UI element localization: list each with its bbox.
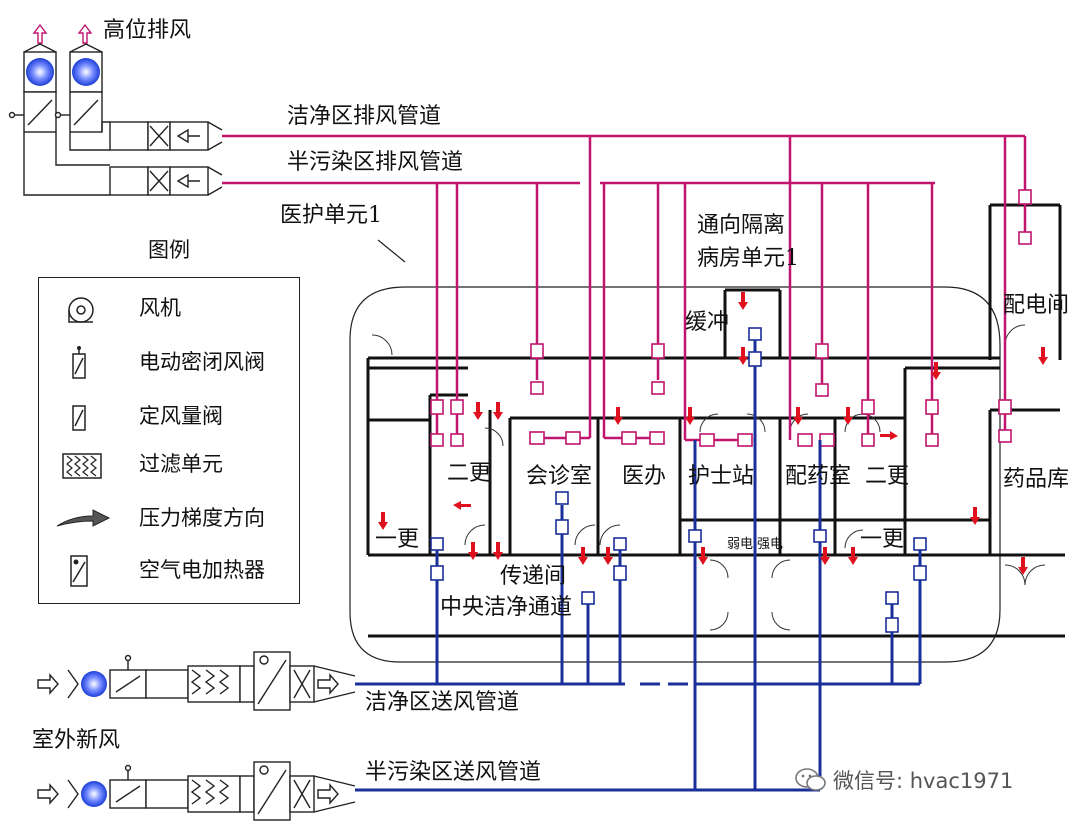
legend-item-pressure-direction: 压力梯度方向: [39, 500, 299, 540]
constant-volume-valve-icon: [72, 405, 86, 431]
pressure-arrow-icon: [56, 509, 111, 527]
watermark-text: 微信号: hvac1971: [833, 769, 1014, 793]
high-exhaust-label: 高位排风: [103, 18, 192, 43]
supply-ahu-group: [37, 651, 356, 821]
strong-electric-label: 强电: [757, 537, 784, 552]
change1-right-label: 一更: [860, 527, 905, 552]
legend-item-filter: 过滤单元: [39, 446, 299, 486]
room-walls: [366, 203, 1065, 638]
weak-electric-label: 弱电: [727, 537, 754, 552]
semi-exhaust-duct-label: 半污染区排风管道: [287, 150, 464, 175]
dispensing-room-label: 配药室: [785, 464, 852, 489]
change1-left-label: 一更: [375, 527, 420, 552]
legend-item-fan: 风机: [39, 290, 299, 330]
electric-heater-icon: [70, 555, 88, 587]
filter-unit-icon: [62, 453, 102, 479]
pharmacy-label: 药品库: [1003, 467, 1070, 492]
legend-label: 空气电加热器: [139, 558, 265, 582]
power-room-label: 配电间: [1003, 293, 1070, 318]
pressure-arrows: [378, 292, 1048, 575]
buffer-label: 缓冲: [685, 310, 730, 335]
exhaust-terminals: [430, 189, 1032, 447]
change2-right-label: 二更: [865, 464, 910, 489]
to-isolation-label-1: 通向隔离: [697, 213, 786, 238]
watermark: 微信号: hvac1971: [795, 763, 1013, 797]
clean-exhaust-duct-label: 洁净区排风管道: [287, 104, 442, 129]
doctor-office-label: 医办: [622, 464, 667, 489]
legend-label: 过滤单元: [139, 452, 223, 476]
legend-item-electric-heater: 空气电加热器: [39, 552, 299, 592]
medical-unit-label: 医护单元1: [280, 203, 382, 228]
consult-room-label: 会诊室: [526, 464, 593, 489]
clean-supply-duct-label: 洁净区送风管道: [365, 690, 520, 715]
central-corridor-label: 中央洁净通道: [440, 595, 573, 620]
pass-box-label: 传递间: [500, 564, 567, 589]
legend: 风机 电动密闭风阀 定风量阀 过滤单元 压力梯度方向: [38, 277, 300, 604]
building-outline: [349, 239, 1001, 663]
nurse-station-label: 护士站: [688, 464, 755, 489]
wechat-icon: [795, 768, 826, 791]
legend-item-electric-damper: 电动密闭风阀: [39, 344, 299, 384]
exhaust-fan-group: [8, 23, 223, 196]
supply-terminals: [430, 327, 927, 633]
change2-left-label: 二更: [447, 461, 492, 486]
supply-ducts: [355, 330, 922, 792]
legend-label: 压力梯度方向: [139, 506, 265, 530]
legend-title: 图例: [148, 238, 190, 262]
legend-item-constant-volume-valve: 定风量阀: [39, 398, 299, 438]
fan-icon: [68, 297, 94, 323]
legend-label: 定风量阀: [139, 404, 223, 428]
legend-label: 风机: [139, 296, 181, 320]
doors: [371, 324, 1046, 631]
semi-supply-duct-label: 半污染区送风管道: [365, 760, 542, 785]
legend-label: 电动密闭风阀: [139, 350, 265, 374]
electric-damper-icon: [72, 346, 86, 379]
to-isolation-label-2: 病房单元1: [697, 246, 799, 271]
outdoor-air-label: 室外新风: [32, 728, 121, 753]
